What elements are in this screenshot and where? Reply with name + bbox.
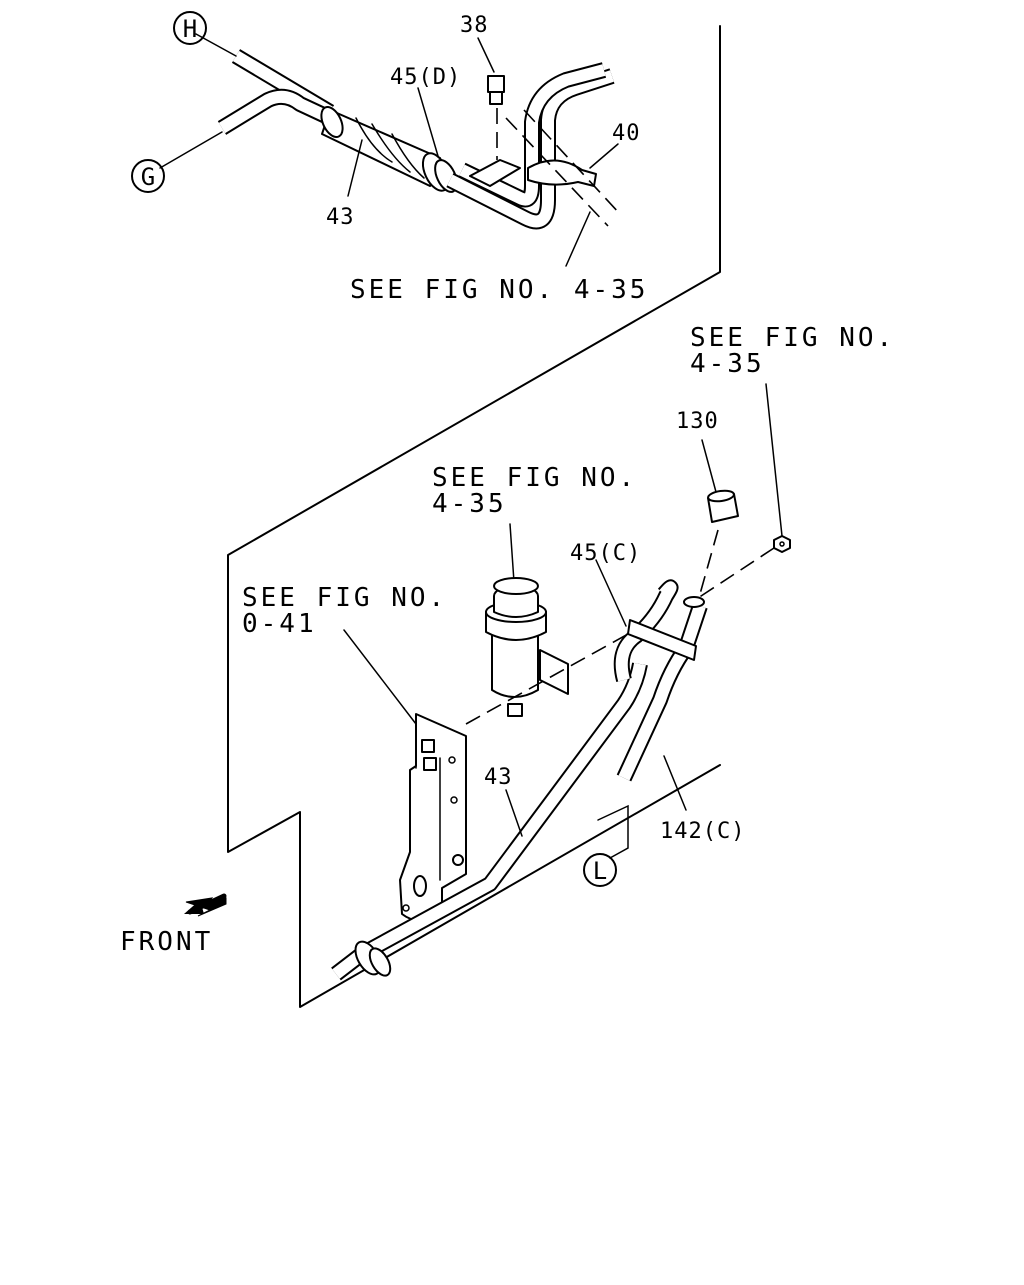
leader-bracket — [343, 629, 417, 725]
front-arrow-icon — [184, 893, 227, 917]
leader-142c — [663, 755, 687, 811]
reservoir-dash-line — [465, 633, 629, 725]
leader-43-top — [347, 139, 363, 197]
reference-bracket-line1: SEE FIG NO. — [242, 583, 447, 613]
callout-43-bottom: 43 — [484, 765, 513, 790]
connector-l: L — [583, 853, 617, 887]
leader-top-ref — [565, 211, 591, 267]
nut-part — [773, 535, 791, 553]
leader-g — [159, 131, 223, 169]
reference-reservoir-line1: SEE FIG NO. — [432, 463, 637, 493]
cap-part — [707, 489, 739, 523]
lower-hose-43 — [331, 662, 648, 981]
nut-dash-line — [697, 547, 775, 599]
connector-g: G — [131, 159, 165, 193]
connector-h: H — [173, 11, 207, 45]
leader-45c — [595, 559, 627, 627]
cap-dash-line — [699, 529, 719, 595]
leader-130 — [701, 439, 717, 493]
callout-43-top: 43 — [326, 205, 355, 230]
clamp-45c-part — [613, 579, 705, 683]
callout-45c: 45(C) — [570, 541, 641, 566]
svg-text:G: G — [141, 163, 155, 191]
leader-45d — [417, 87, 439, 157]
callout-38: 38 — [460, 13, 489, 38]
leader-40 — [589, 143, 619, 169]
leader-l — [597, 804, 629, 859]
leader-reservoir — [509, 523, 515, 583]
callout-142c: 142(C) — [660, 819, 745, 844]
reference-right-line1: SEE FIG NO. — [690, 323, 895, 353]
svg-text:L: L — [593, 857, 607, 885]
top-hose-assembly — [217, 49, 621, 230]
reference-right-line2: 4-35 — [690, 349, 765, 379]
front-label: FRONT — [120, 927, 213, 957]
callout-45d: 45(D) — [390, 65, 461, 90]
reference-reservoir-line2: 4-35 — [432, 489, 507, 519]
assembly-boundary — [227, 25, 721, 1008]
bracket-part — [399, 713, 467, 922]
svg-text:H: H — [183, 15, 197, 43]
callout-130: 130 — [676, 409, 719, 434]
leader-right-ref — [765, 383, 783, 537]
leader-38 — [477, 37, 495, 73]
reservoir-tank — [485, 577, 569, 717]
leader-43-bottom — [505, 789, 523, 837]
reference-bracket-line2: 0-41 — [242, 609, 317, 639]
reference-top-pipe: SEE FIG NO. 4-35 — [350, 275, 648, 305]
callout-40: 40 — [612, 121, 641, 146]
